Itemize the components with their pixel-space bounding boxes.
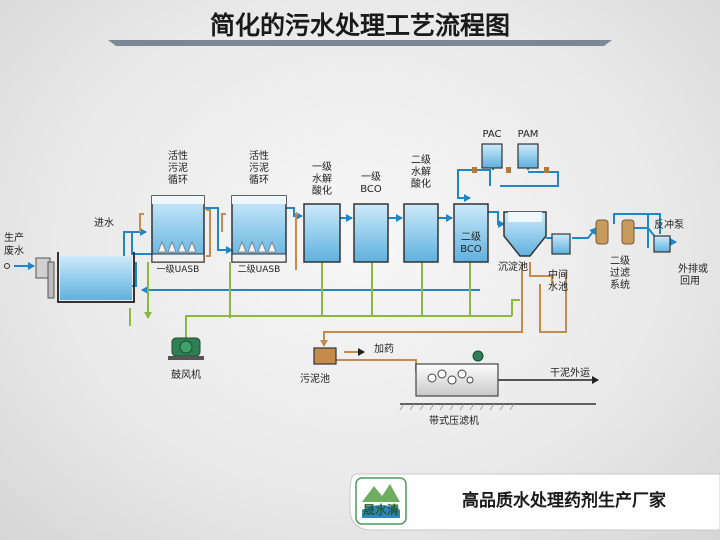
label-as2-3: 循环	[249, 173, 269, 186]
raw-water-inlet	[4, 257, 51, 279]
label-discharge-1: 外排或	[678, 262, 708, 275]
bco-1-tank	[353, 203, 389, 263]
label-filter-3: 系统	[610, 278, 630, 291]
label-bco1-2: BCO	[360, 184, 382, 195]
label-discharge-2: 回用	[680, 275, 700, 287]
label-as1-1: 活性	[168, 149, 188, 162]
label-hyd2-2: 水解	[411, 165, 431, 178]
label-belt-press: 带式压滤机	[429, 414, 479, 427]
intermediate-tank	[551, 233, 571, 255]
belt-press-icon	[399, 350, 596, 411]
hydrolysis-2-tank	[403, 203, 439, 263]
brand-slogan: 高品质水处理药剂生产厂家	[462, 490, 666, 511]
label-hyd2-1: 二级	[411, 154, 431, 166]
label-hyd1-3: 酸化	[312, 184, 332, 197]
uasb-2-reactor	[231, 195, 287, 263]
label-dry-sludge: 干泥外运	[550, 366, 590, 379]
sludge-pipes	[139, 209, 567, 372]
label-blower: 鼓风机	[171, 368, 201, 381]
reuse-tank	[653, 235, 671, 253]
dosing-valves	[472, 167, 549, 173]
blower-icon	[168, 337, 204, 360]
label-filter-1: 二级	[610, 255, 630, 267]
labels: 生产 废水 进水 活性 污泥 循环 活性 污泥 循环 一级UASB 二级UASB…	[4, 129, 708, 427]
pam-tank	[517, 143, 539, 169]
brand-logo-text: 晟水清	[363, 502, 399, 517]
label-intermediate-1: 中间	[548, 268, 568, 281]
collection-tank	[47, 252, 135, 303]
label-backwash: 反冲泵	[654, 218, 684, 231]
label-as2-2: 污泥	[249, 161, 269, 174]
water-pipes	[123, 160, 677, 300]
settling-tank	[503, 211, 547, 257]
label-as1-3: 循环	[168, 173, 188, 186]
title-bar: 简化的污水处理工艺流程图	[108, 11, 612, 46]
label-inlet: 进水	[94, 217, 114, 229]
label-hyd1-2: 水解	[312, 172, 332, 185]
filter-vessels	[595, 219, 635, 245]
bco-2-tank	[453, 203, 489, 263]
brand-logo: 晟水清	[355, 477, 407, 525]
label-pac: PAC	[482, 129, 501, 140]
label-pam: PAM	[518, 129, 539, 140]
label-bco2-1: 二级	[461, 231, 481, 243]
label-hyd2-3: 酸化	[411, 177, 431, 190]
air-pipes	[129, 256, 520, 340]
label-as1-2: 污泥	[168, 161, 188, 174]
label-intermediate-2: 水池	[548, 280, 568, 293]
label-sludge-tank: 污泥池	[300, 372, 330, 385]
label-raw-water-1: 生产	[4, 231, 24, 244]
label-bco1-1: 一级	[361, 171, 381, 183]
sludge-tank	[313, 347, 337, 365]
label-raw-water-2: 废水	[4, 244, 24, 257]
label-dosing: 加药	[374, 343, 394, 355]
label-uasb-2: 二级UASB	[238, 263, 281, 275]
diagram-title: 简化的污水处理工艺流程图	[210, 11, 510, 40]
uasb-1-reactor	[151, 195, 205, 263]
label-uasb-1: 一级UASB	[157, 263, 200, 275]
label-hyd1-1: 一级	[312, 161, 332, 173]
brand-banner: 晟水清 高品质水处理药剂生产厂家	[349, 473, 720, 531]
label-filter-2: 过滤	[610, 266, 630, 279]
label-settling: 沉淀池	[498, 260, 528, 273]
label-bco2-2: BCO	[460, 244, 482, 255]
label-as2-1: 活性	[249, 149, 269, 162]
pac-tank	[481, 143, 503, 169]
hydrolysis-1-tank	[303, 203, 341, 263]
